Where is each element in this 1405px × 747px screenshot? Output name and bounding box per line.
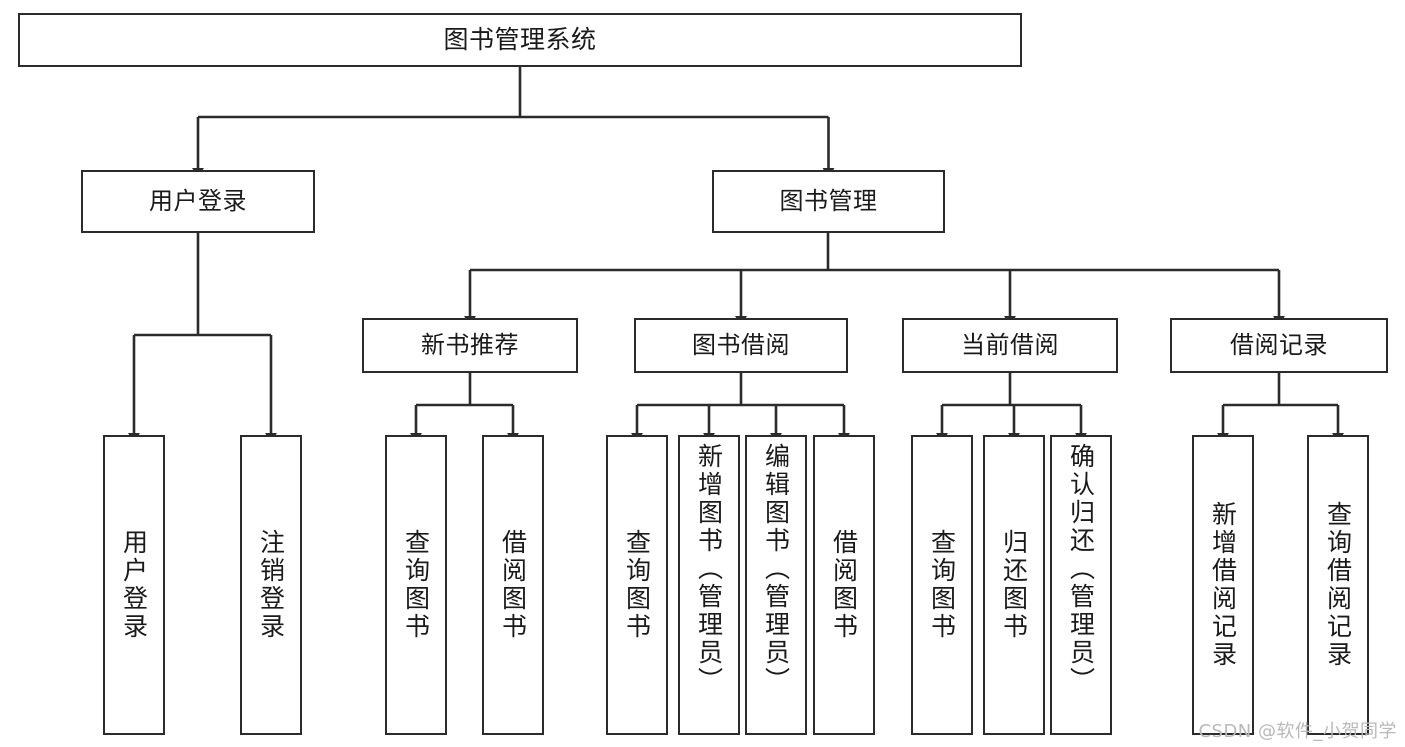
node-leaf-bb-edit[interactable]: 编辑图书（管理员） [745,435,807,735]
node-user-login[interactable]: 用户登录 [81,170,315,233]
node-root[interactable]: 图书管理系统 [18,13,1022,67]
node-label: 确认归还（管理员） [1066,443,1096,695]
node-leaf-user-login[interactable]: 用户登录 [103,435,165,735]
node-current-borrow[interactable]: 当前借阅 [902,318,1118,373]
edge-group [134,67,1338,434]
node-leaf-br-query[interactable]: 查询借阅记录 [1307,435,1369,735]
node-label: 借阅记录 [1230,330,1328,359]
node-leaf-cb-query[interactable]: 查询图书 [911,435,973,735]
node-label: 用户登录 [119,529,149,641]
node-leaf-user-logout[interactable]: 注销登录 [240,435,302,735]
node-label: 查询图书 [927,529,957,641]
node-label: 新增借阅记录 [1208,501,1238,669]
node-label: 归还图书 [999,529,1029,641]
node-leaf-bb-query[interactable]: 查询图书 [606,435,668,735]
node-label: 注销登录 [256,529,286,641]
node-label: 借阅图书 [829,529,859,641]
node-label: 查询图书 [622,529,652,641]
node-label: 图书借阅 [692,330,790,359]
node-leaf-rec-query[interactable]: 查询图书 [385,435,447,735]
node-label: 图书管理系统 [443,24,597,54]
node-leaf-rec-borrow[interactable]: 借阅图书 [482,435,544,735]
node-label: 查询借阅记录 [1323,501,1353,669]
node-label: 新增图书（管理员） [694,443,724,695]
node-leaf-cb-confirm[interactable]: 确认归还（管理员） [1050,435,1112,735]
node-new-book-rec[interactable]: 新书推荐 [362,318,578,373]
node-label: 用户登录 [149,186,247,215]
node-book-borrow[interactable]: 图书借阅 [634,318,848,373]
node-book-manage[interactable]: 图书管理 [712,170,945,233]
node-label: 借阅图书 [498,529,528,641]
node-label: 新书推荐 [421,330,519,359]
node-borrow-record[interactable]: 借阅记录 [1170,318,1388,373]
node-leaf-bb-add[interactable]: 新增图书（管理员） [678,435,740,735]
node-label: 编辑图书（管理员） [761,443,791,695]
node-label: 查询图书 [401,529,431,641]
node-leaf-bb-borrow[interactable]: 借阅图书 [813,435,875,735]
watermark-text: CSDN @软件_小贺同学 [1198,721,1397,742]
node-label: 当前借阅 [961,330,1059,359]
node-leaf-br-add[interactable]: 新增借阅记录 [1192,435,1254,735]
node-label: 图书管理 [779,186,878,215]
node-leaf-cb-return[interactable]: 归还图书 [983,435,1045,735]
